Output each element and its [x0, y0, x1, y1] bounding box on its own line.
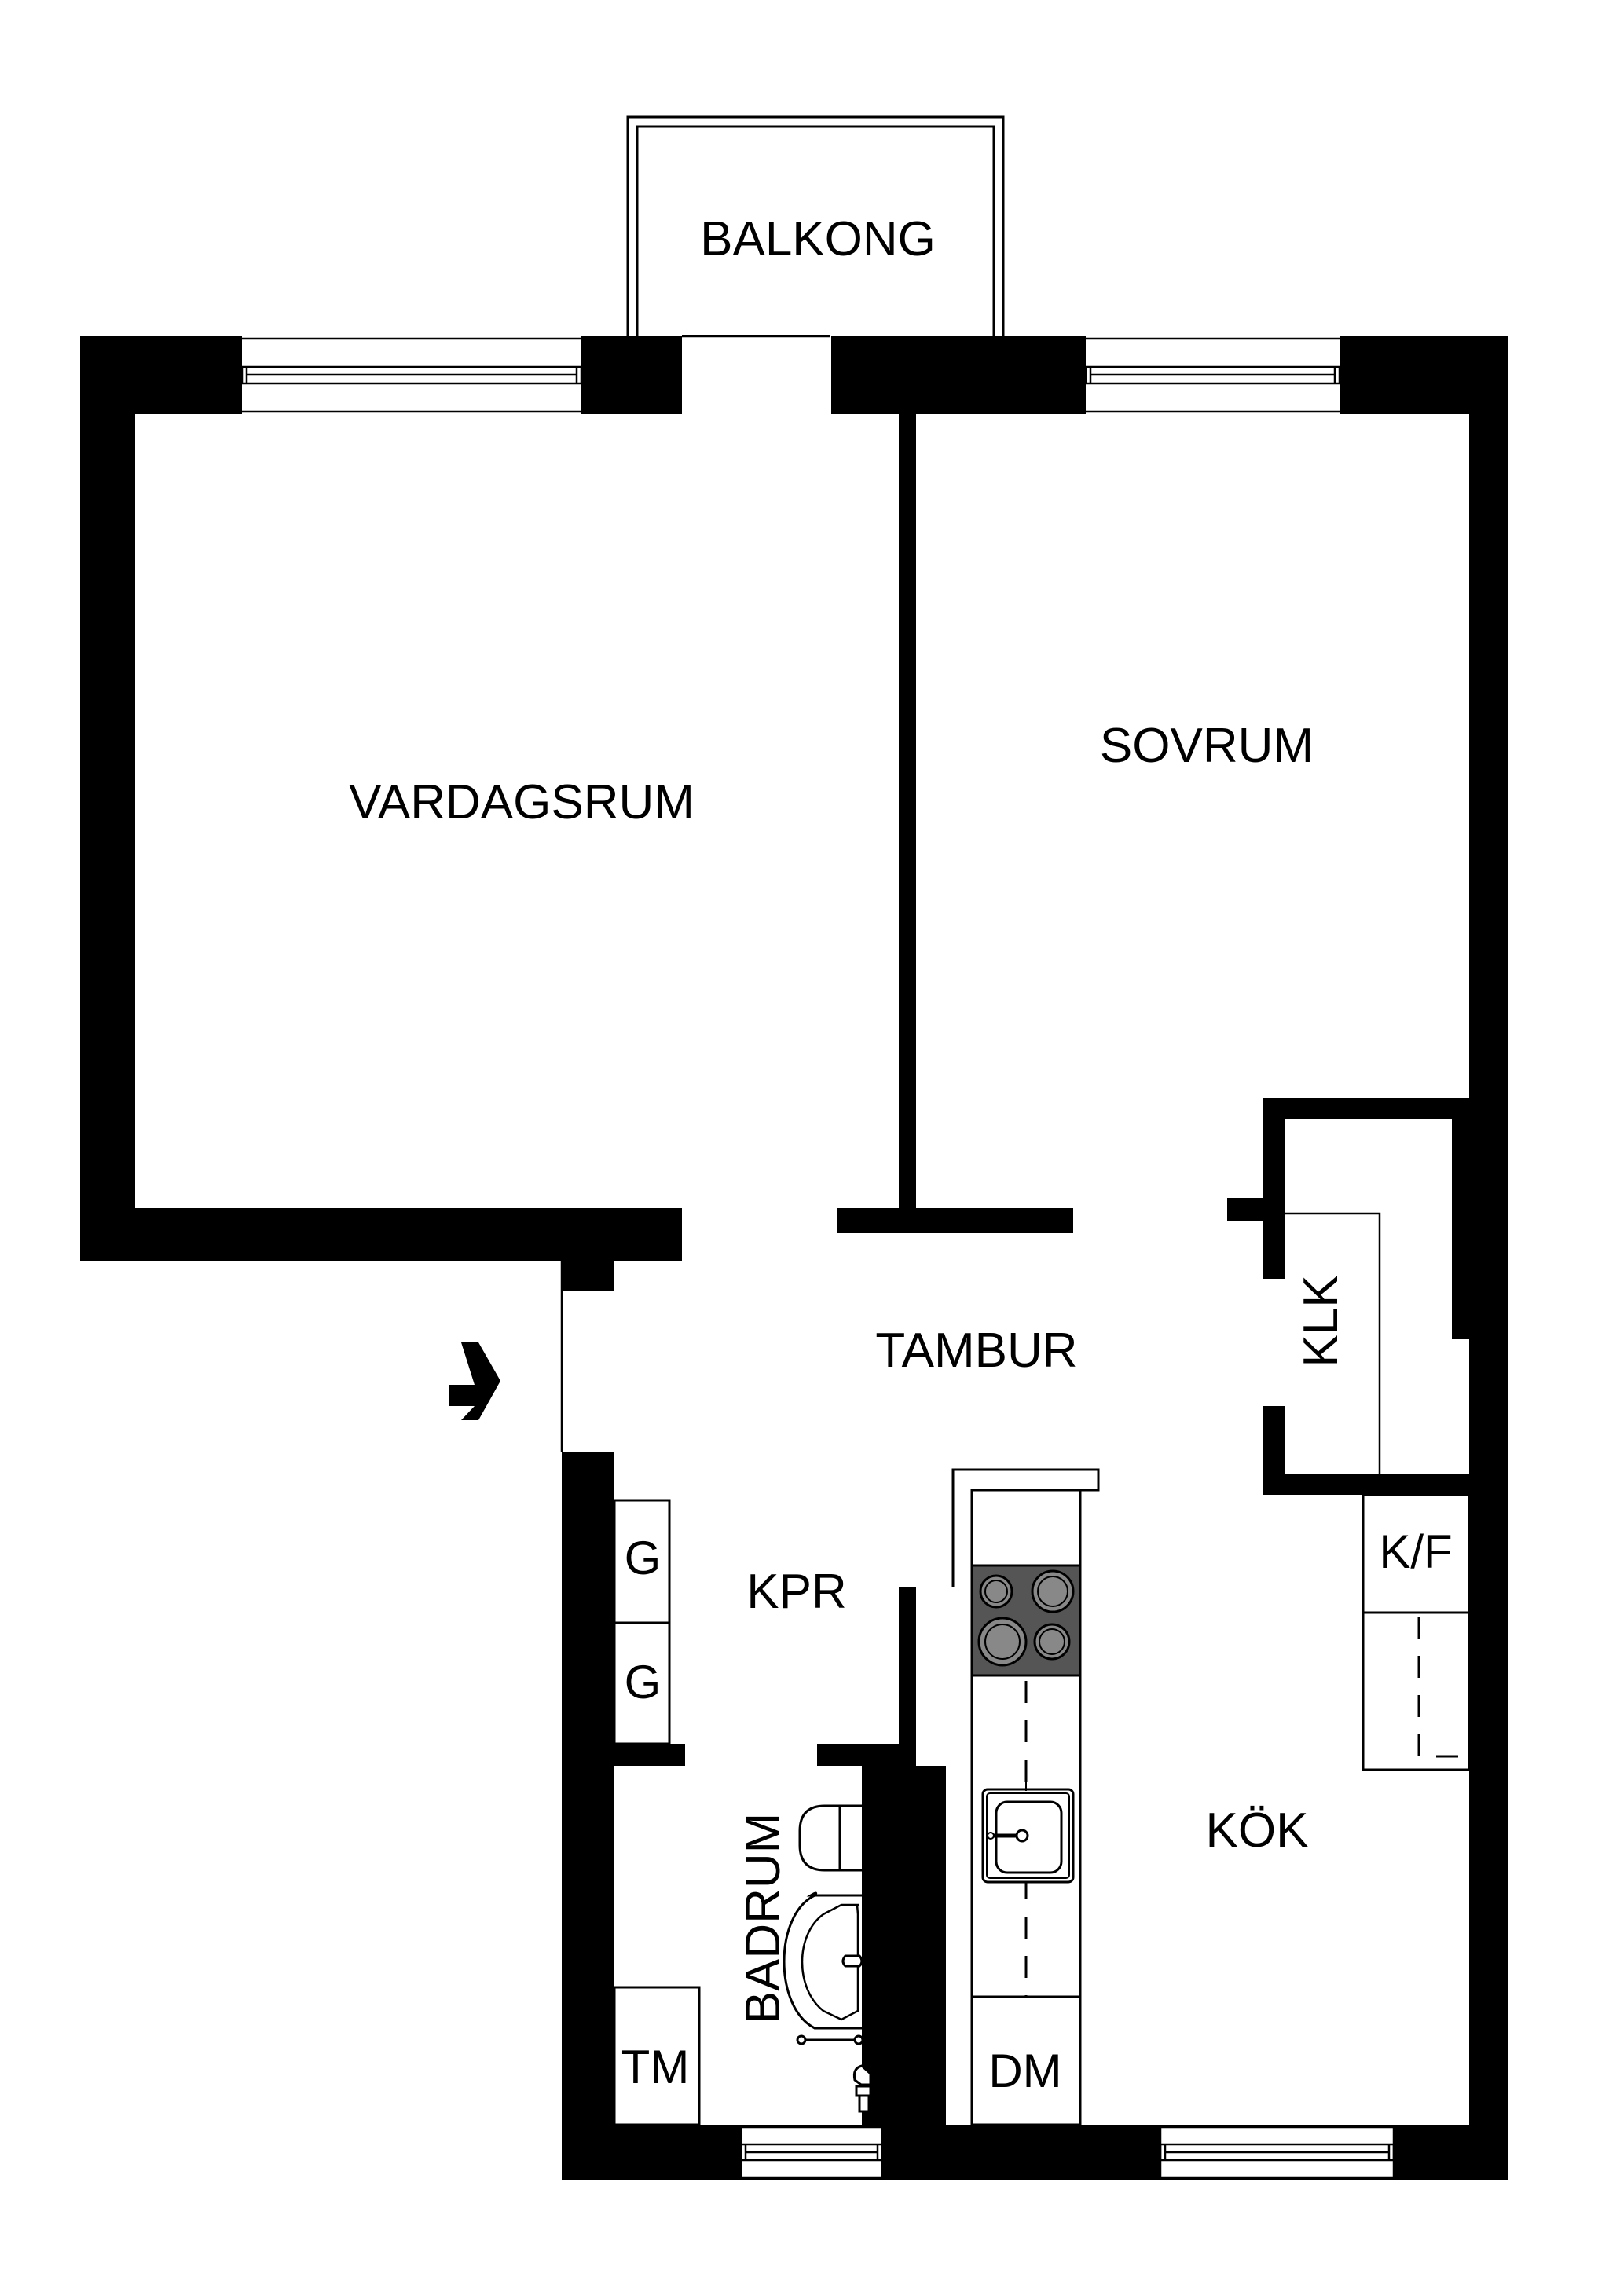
washing-machine-box — [613, 1986, 701, 2126]
sink-icon — [981, 1771, 1075, 1884]
walls — [80, 336, 1508, 2180]
window-top-left — [240, 337, 583, 413]
stove-icon — [970, 1564, 1082, 1677]
room-label-klk: KLK — [1294, 1275, 1348, 1368]
fixture-label-kf: K/F — [1379, 1525, 1453, 1578]
klk-shelf — [1285, 1212, 1381, 1474]
toilet-icon — [798, 1804, 862, 1872]
fixture-label-g2: G — [624, 1656, 662, 1708]
room-label-badrum: BADRUM — [736, 1812, 790, 2024]
window-top-right — [1084, 337, 1341, 413]
fixture-label-dm: DM — [988, 2045, 1062, 2097]
room-label-kok: KÖK — [1205, 1803, 1309, 1858]
room-label-balkong: BALKONG — [700, 212, 936, 266]
window-bottom-kok — [1159, 2126, 1395, 2179]
window-bottom-badrum — [739, 2126, 884, 2179]
room-label-sovrum: SOVRUM — [1099, 719, 1314, 773]
washbasin-icon — [783, 1891, 863, 2030]
room-label-tambur: TAMBUR — [875, 1324, 1078, 1378]
fridge-freezer — [1362, 1493, 1471, 1771]
fixture-label-tm: TM — [621, 2041, 690, 2093]
shower-icon — [796, 2034, 872, 2113]
dishwasher-box — [970, 1995, 1082, 2126]
room-label-vardagsrum: VARDAGSRUM — [349, 775, 695, 829]
room-label-kpr: KPR — [746, 1565, 847, 1619]
fixture-label-g1: G — [624, 1532, 662, 1584]
wardrobes-g — [613, 1499, 671, 1745]
balcony — [626, 115, 1005, 338]
arrow-right-icon — [449, 1342, 500, 1420]
